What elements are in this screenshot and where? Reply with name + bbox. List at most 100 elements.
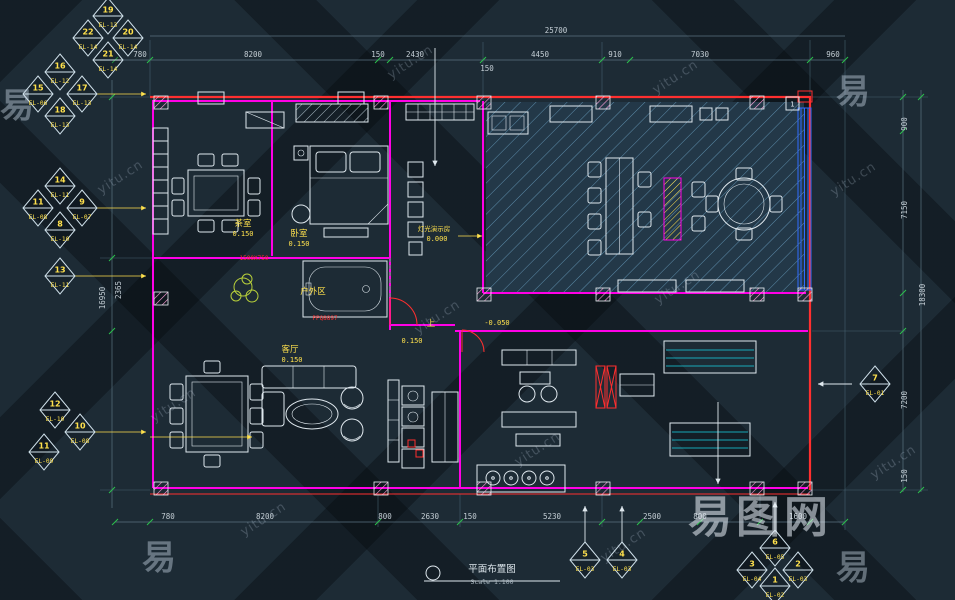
legend-scale: Scale 1:100 [470,578,513,586]
tea-room-furniture [171,111,285,233]
elevation-marker: 7EL-01 [859,365,891,403]
cooktop [476,464,566,493]
room-label-outdoor: 户外区 [300,286,326,297]
dim-bottom: 8200 [256,512,275,521]
svg-text:EL-13: EL-13 [99,22,118,29]
svg-text:12: 12 [49,400,60,409]
long-tables [619,340,757,457]
dimension-lines [100,35,928,530]
svg-text:EL-10: EL-10 [51,236,70,243]
dim-top: 780 [133,50,147,59]
svg-text:EL-07: EL-07 [73,214,92,221]
legend: 平面布置图 Scale 1:100 [424,563,560,586]
dim-bottom: 5230 [543,512,562,521]
leader-lines [68,48,852,542]
svg-text:10: 10 [74,422,86,431]
svg-text:EL-05: EL-05 [766,554,785,561]
dim-top: 8200 [244,50,263,59]
svg-text:16: 16 [54,62,66,71]
note-annotation: 1500X750 [240,255,269,262]
plant [230,273,259,303]
dim-right-overall: 18300 [918,283,927,306]
room-label-bedroom: 卧室 [290,228,308,239]
svg-text:6: 6 [772,538,778,547]
svg-text:EL-08: EL-08 [29,214,48,221]
dim-right: 150 [900,469,909,483]
dim-top: 7030 [691,50,710,59]
door-swings [389,297,485,353]
elevation-marker: 2EL-03 [782,551,814,589]
svg-text:EL-03: EL-03 [576,566,595,573]
louver-lines [666,349,754,449]
dim-bottom: 1600 [789,512,808,521]
svg-text:EL-11: EL-11 [51,192,70,199]
level-sunken: -0.050 [484,319,509,327]
room-label-tea: 茶室 [234,218,252,229]
right-area-furniture [407,340,757,458]
exhibition-room-furniture [487,105,783,293]
svg-text:11: 11 [38,442,50,451]
room-labels: 茶室 0.150 卧室 0.150 灯光演示房 0.000 户外区 客厅 0.1… [232,218,509,364]
dimension-texts: 25700 780 8200 150 2430 4450 910 7030 96… [98,26,927,521]
grid-bubble: 1 [785,96,800,111]
bedroom-furniture [291,103,389,238]
elevation-marker: 5EL-03 [569,541,601,579]
room-label-light-demo: 灯光演示房 [418,224,451,233]
dim-top-overall: 25700 [545,26,568,35]
outdoor-area [230,258,391,322]
svg-text:19: 19 [102,6,114,15]
elevation-marker: 3EL-04 [736,551,768,589]
living-room-furniture [169,360,459,469]
dim-bottom: 800 [693,512,707,521]
dim-bottom: 2500 [643,512,662,521]
dim-left: 2365 [114,281,123,299]
corridor-closet [405,103,475,256]
dim-left: 16950 [98,286,107,309]
level-light-demo: 0.000 [426,235,447,243]
wrapped-column [663,177,682,241]
svg-text:21: 21 [102,50,114,59]
svg-text:3: 3 [749,560,755,569]
sofa [261,365,357,389]
level-bedroom: 0.150 [288,240,309,248]
svg-text:EL-11: EL-11 [51,282,70,289]
svg-text:22: 22 [82,28,93,37]
svg-text:EL-01: EL-01 [866,390,885,397]
coffee-table [285,398,339,430]
middle-room-furniture [476,349,577,493]
dim-top: 910 [608,50,622,59]
bed [309,145,389,225]
svg-text:18: 18 [54,106,66,115]
svg-text:14: 14 [54,176,66,185]
svg-text:4: 4 [619,550,625,559]
svg-text:13: 13 [54,266,65,275]
svg-text:20: 20 [122,28,134,37]
elevation-marker: 1EL-02 [759,567,791,600]
svg-text:EL-09: EL-09 [35,458,54,465]
svg-text:EL-14: EL-14 [99,66,118,73]
svg-text:EL-03: EL-03 [613,566,632,573]
note-annotation: PPQ8897 [312,315,338,322]
svg-text:1: 1 [772,576,778,585]
svg-text:EL-10: EL-10 [46,416,65,423]
shelf-ladder [152,127,169,235]
room-label-living: 客厅 [281,344,299,355]
rug [291,204,311,224]
svg-text:2: 2 [795,560,801,569]
tv-console [387,379,400,463]
svg-text:15: 15 [32,84,44,93]
dim-bottom: 800 [378,512,392,521]
dim-bottom: 780 [161,512,175,521]
